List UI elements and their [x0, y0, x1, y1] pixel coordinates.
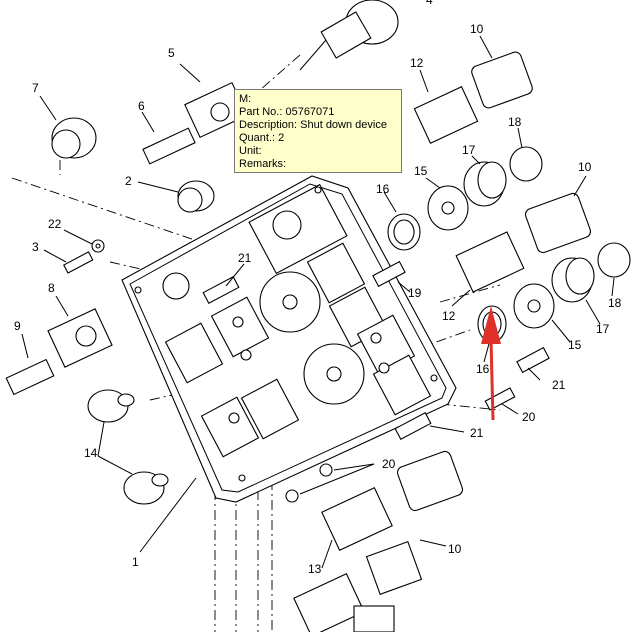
callout-5: 5: [168, 46, 175, 60]
callout-16: 16: [376, 182, 390, 196]
part-4-emergency-stop: [320, 0, 399, 59]
part-5-switch: [184, 81, 248, 139]
part-22-washer: [91, 239, 105, 253]
callout-15b: 15: [568, 338, 582, 352]
callout-21c: 21: [470, 426, 484, 440]
callout-12: 12: [442, 309, 456, 323]
callout-17b: 17: [596, 322, 610, 336]
callout-19b: 20: [522, 410, 536, 424]
callout-2: 2: [125, 174, 132, 188]
callout-9: 9: [14, 319, 21, 333]
part-18-lenses: [509, 146, 631, 278]
callout-8: 8: [48, 281, 55, 295]
tooltip-description: Description: Shut down device: [239, 119, 387, 131]
part-12-switch-bodies: [293, 231, 525, 632]
part-2-cap: [177, 180, 215, 213]
part-17-knurled-caps: [463, 161, 595, 303]
callout-4: 4: [426, 0, 433, 7]
callout-13: 12: [410, 56, 424, 70]
callout-10b: 10: [578, 160, 592, 174]
part-20-nuts: [285, 463, 333, 503]
tooltip-quantity: Quant.: 2: [239, 132, 285, 144]
red-pointer-arrow: [481, 306, 501, 421]
callout-labels: 4 10 5 12 7 6 18 17 10 15 2 16 22 3 21 8…: [14, 0, 622, 576]
part-6-contact-block: [142, 127, 196, 165]
callout-20: 20: [382, 457, 396, 471]
tooltip-unit: Unit:: [239, 145, 262, 157]
tooltip-part-number: Part No.: 05767071: [239, 106, 335, 118]
callout-14: 14: [84, 446, 98, 460]
part-15-holders: [427, 185, 555, 329]
part-9-contact-block: [5, 358, 55, 396]
callout-15: 15: [414, 164, 428, 178]
callout-19: 19: [408, 286, 422, 300]
callout-16b: 16: [476, 362, 490, 376]
callout-12b: 13: [308, 562, 322, 576]
control-panel: [121, 175, 457, 503]
callout-17: 17: [462, 143, 476, 157]
callout-3: 3: [32, 240, 39, 254]
callout-18b: 18: [608, 296, 622, 310]
part-3-screw: [63, 251, 94, 274]
callout-10: 10: [470, 22, 484, 36]
callout-21b: 21: [552, 378, 566, 392]
tooltip-remarks: Remarks:: [239, 158, 287, 170]
callout-21: 21: [238, 251, 252, 265]
part-10-buttons: [353, 51, 592, 632]
callout-7: 7: [32, 81, 39, 95]
callout-1: 1: [132, 555, 139, 569]
callout-18: 18: [508, 115, 522, 129]
part-8-switch-body: [47, 308, 113, 368]
callout-6: 6: [138, 99, 145, 113]
callout-22: 22: [48, 217, 62, 231]
tooltip-m-label: M:: [239, 93, 252, 105]
leader-lines: [21, 35, 615, 569]
part-info-tooltip: M: Part No.: 05767071 Description: Shut …: [234, 89, 402, 173]
part-13-switch-body: [413, 86, 479, 144]
callout-10c: 10: [448, 542, 462, 556]
part-7-lamp: [51, 117, 97, 159]
part-14-rotary-knobs: [87, 389, 169, 505]
part-21-fuses: [202, 275, 550, 441]
